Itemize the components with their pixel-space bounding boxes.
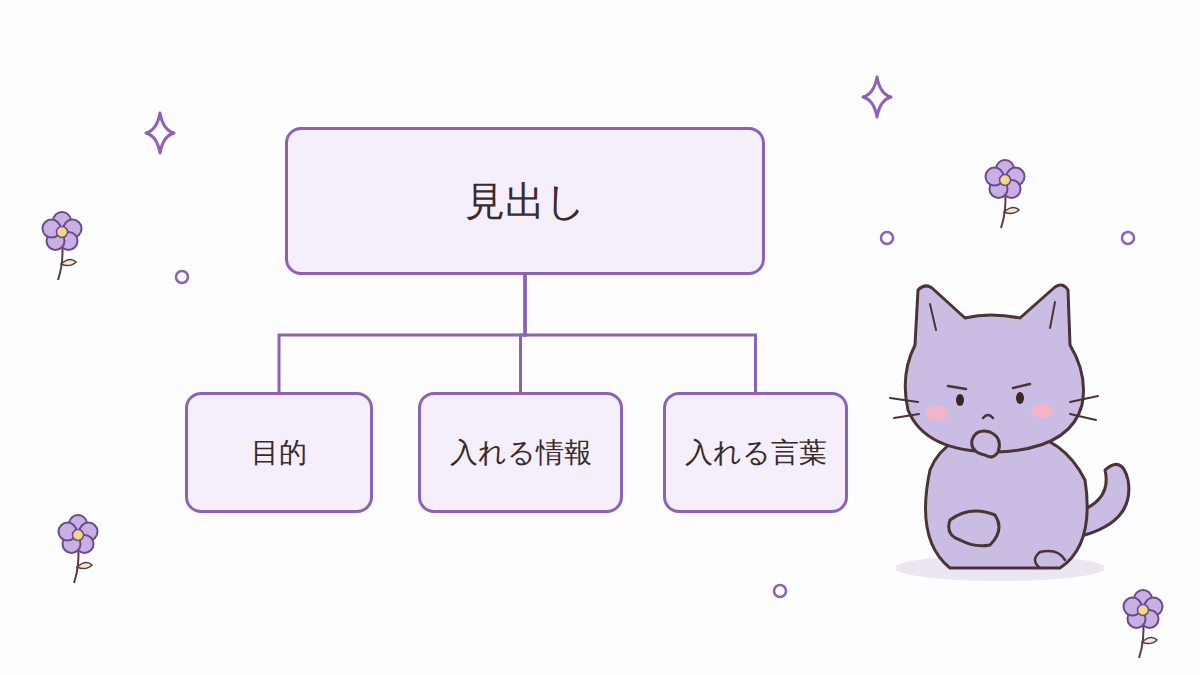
- tree-connector: [279, 275, 525, 392]
- flower-decoration: [986, 160, 1025, 228]
- box-label: 入れる情報: [450, 436, 592, 470]
- dot-decoration: [176, 232, 1134, 597]
- box-label: 見出し: [465, 177, 586, 225]
- flower-decoration: [43, 212, 82, 280]
- sparkle-decoration: [146, 113, 174, 153]
- process-box: 目的: [185, 392, 373, 513]
- flower-decoration: [59, 515, 98, 583]
- sparkle-decoration: [863, 77, 891, 117]
- box-label: 目的: [251, 436, 307, 470]
- process-box: 入れる情報: [418, 392, 623, 513]
- tree-connector: [525, 275, 756, 392]
- process-box: 見出し: [285, 127, 765, 275]
- cat-illustration: [890, 285, 1129, 581]
- box-label: 入れる言葉: [685, 436, 827, 470]
- process-box: 入れる言葉: [663, 392, 848, 513]
- flower-decoration: [1124, 590, 1163, 658]
